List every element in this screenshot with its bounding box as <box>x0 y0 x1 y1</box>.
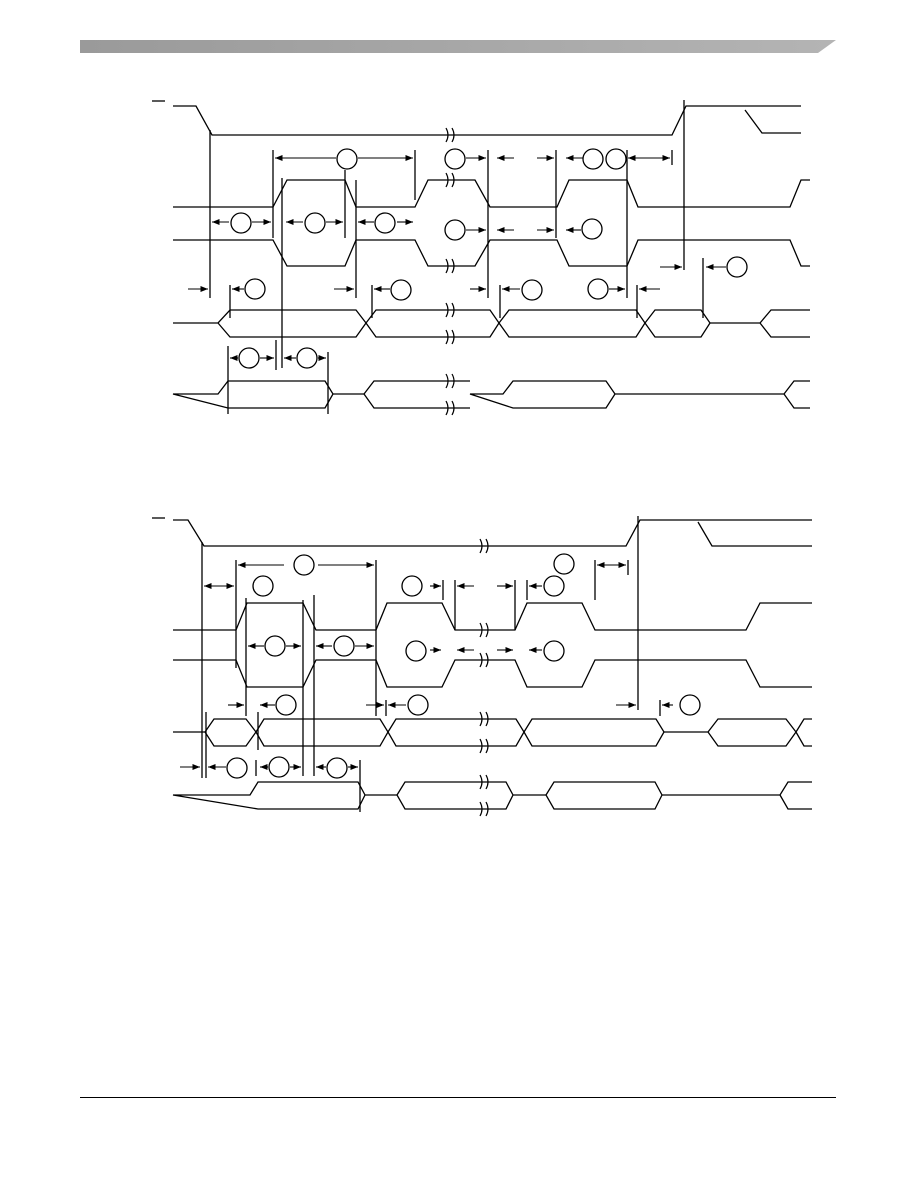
address-bus-tail <box>710 309 810 338</box>
timing-markers <box>226 553 701 779</box>
timing-marker <box>374 212 396 234</box>
data-bus-seg2 <box>363 380 470 409</box>
timing-marker <box>605 148 627 170</box>
timing-marker <box>264 635 286 657</box>
waveform-strobe-low <box>173 659 812 688</box>
timing-marker <box>582 148 604 170</box>
timing-marker <box>679 694 701 716</box>
timing-marker <box>543 640 565 662</box>
timing-marker <box>268 756 290 778</box>
address-bus-seg4 <box>644 309 711 338</box>
data-bus-seg2 <box>396 781 546 810</box>
timing-marker <box>553 553 575 575</box>
timing-marker <box>304 212 326 234</box>
timing-marker <box>407 694 429 716</box>
timing-marker <box>405 640 427 662</box>
waveform-data-bus <box>172 380 364 409</box>
data-bus-seg3 <box>469 380 810 409</box>
timing-marker <box>333 635 355 657</box>
waveform-strobe-high <box>173 179 810 208</box>
timing-marker <box>390 279 412 301</box>
timing-marker <box>244 278 266 300</box>
address-bus-seg2 <box>255 718 389 747</box>
timing-marker <box>336 148 358 170</box>
waveform-chip-select-tail <box>744 109 801 134</box>
waveform-address-bus <box>173 718 257 747</box>
reference-lines <box>201 516 661 812</box>
waveform-chip-select <box>173 105 801 136</box>
timing-marker <box>226 757 248 779</box>
timing-marker <box>275 694 297 716</box>
timing-marker <box>521 279 543 301</box>
timing-marker <box>238 347 260 369</box>
reference-lines <box>209 100 704 414</box>
dimension-arrows <box>188 154 726 362</box>
timing-markers <box>230 148 748 369</box>
waveform-strobe-low <box>173 239 810 267</box>
header-bar <box>80 40 836 53</box>
address-bus-seg2 <box>365 309 500 338</box>
timing-marker <box>293 554 315 576</box>
waveform-address-bus <box>173 309 367 338</box>
timing-marker <box>444 219 466 241</box>
waveform-data-bus <box>172 781 397 810</box>
timing-marker <box>230 212 252 234</box>
timing-marker <box>444 148 466 170</box>
waveform-chip-select-tail <box>697 521 812 547</box>
footer-rule <box>80 1097 836 1098</box>
timing-marker <box>543 575 565 597</box>
address-bus-seg4 <box>523 718 665 747</box>
timing-marker <box>581 218 603 240</box>
timing-marker <box>401 575 423 597</box>
address-bus-seg3 <box>498 309 646 338</box>
break-marks <box>479 538 489 817</box>
waveform-strobe-high <box>173 602 812 631</box>
timing-marker <box>296 347 318 369</box>
dimension-arrows <box>180 561 673 771</box>
address-bus-seg3 <box>387 718 525 747</box>
data-bus-seg3 <box>545 781 812 810</box>
timing-diagram-top <box>152 100 810 416</box>
waveform-chip-select <box>173 519 812 547</box>
break-marks <box>445 127 455 416</box>
timing-marker <box>726 256 748 278</box>
address-bus-seg5 <box>664 718 812 747</box>
timing-marker <box>326 757 348 779</box>
timing-diagram-bottom <box>152 516 812 817</box>
timing-marker <box>252 575 274 597</box>
timing-marker <box>587 278 609 300</box>
